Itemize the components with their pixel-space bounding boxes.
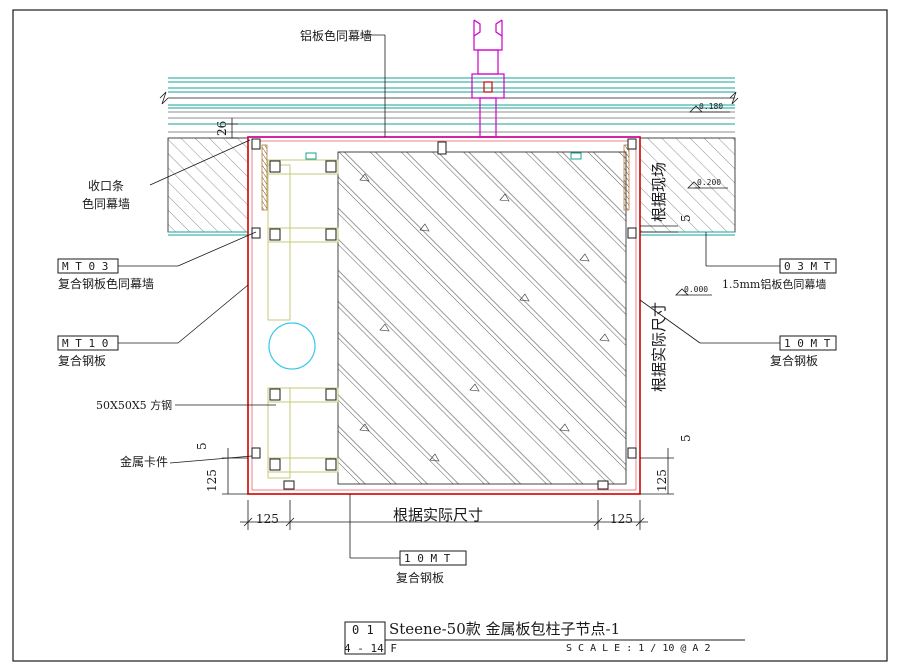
level-180: 0.180	[699, 102, 723, 111]
steel-subframe	[267, 159, 339, 479]
label-square-steel: 50X50X5 方钢	[96, 398, 172, 412]
left-tag1-desc: 复合钢板色同幕墙	[58, 276, 154, 291]
left-tag1-code: M T 0 3	[62, 260, 108, 273]
level-markers	[675, 105, 730, 296]
existing-wall-left	[167, 137, 249, 236]
pipe-circle	[268, 322, 316, 370]
tag-boxes	[57, 258, 837, 655]
dim-5-right-top: 5	[679, 214, 693, 222]
bottom-tag-code: 1 0 M T	[404, 552, 451, 565]
right-tag1-code: 0 3 M T	[784, 260, 831, 273]
concrete-column	[337, 151, 627, 485]
label-aluminum-curtain-wall: 铝板色同幕墙	[300, 28, 372, 43]
dim-5-left: 5	[195, 442, 209, 450]
dim-125-right: 125	[655, 469, 669, 492]
vertical-actual-size: 根据实际尺寸	[650, 302, 668, 392]
dim-125-bottom-right: 125	[610, 512, 633, 526]
left-tag2-code: M T 1 0	[62, 337, 108, 350]
level-200: 0.200	[697, 178, 721, 187]
curtain-wall-bands	[159, 77, 739, 133]
curtain-wall-mullion	[471, 19, 505, 138]
scale-note: S C A L E : 1 / 10 @ A 2	[566, 643, 711, 654]
detail-title: Steene-50款 金属板包柱子节点-1	[389, 620, 620, 638]
metal-clips	[251, 138, 637, 490]
dim-125-bottom-left: 125	[256, 512, 279, 526]
dim-125-left: 125	[205, 469, 219, 492]
wood-strip-right	[623, 144, 630, 211]
label-trim-strip-1: 收口条	[88, 179, 124, 193]
bottom-tag-desc: 复合钢板	[396, 570, 444, 585]
label-metal-clip: 金属卡件	[120, 454, 168, 469]
anchor-bolts	[269, 160, 337, 471]
dim-26: 26	[215, 121, 229, 136]
dimension-lines	[222, 118, 678, 530]
horizontal-actual-size: 根据实际尺寸	[393, 506, 483, 524]
detail-number: 0 1	[352, 623, 374, 637]
vertical-site-note: 根据现场	[650, 162, 668, 222]
left-tag2-desc: 复合钢板	[58, 353, 106, 368]
right-tag1-desc: 1.5mm铝板色同幕墙	[722, 277, 826, 291]
label-trim-strip-2: 色同幕墙	[82, 197, 130, 211]
right-tag2-code: 1 0 M T	[784, 337, 831, 350]
cladding-box	[247, 136, 641, 495]
wood-strip-left	[261, 144, 268, 211]
right-tag2-desc: 复合钢板	[770, 353, 818, 368]
sheet-frame	[12, 9, 888, 662]
dim-5-right-bottom: 5	[679, 434, 693, 442]
level-000: 0.000	[684, 285, 708, 294]
sheet-reference: 4 - 14 F	[344, 642, 397, 655]
leader-lines	[118, 34, 780, 559]
teal-clips	[305, 152, 582, 160]
